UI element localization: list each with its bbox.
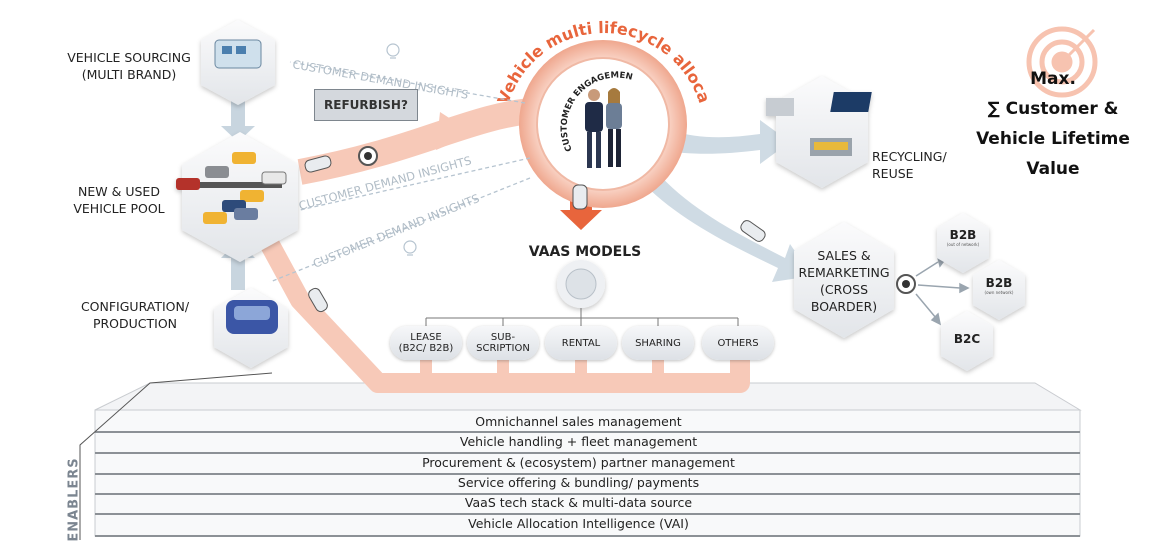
channel-b2c: B2C [953,332,981,346]
enabler-layer-5: VaaS tech stack & multi-data source [464,495,693,510]
vaas-dial-icon [557,260,605,308]
channel-hexes [937,213,1025,371]
vaas-item-rental: RENTAL [545,326,617,360]
customers-illustration [585,88,622,168]
label-configuration: CONFIGURATION/PRODUCTION [80,299,190,331]
flow-nodes [358,146,916,294]
enabler-layer-6: Vehicle Allocation Intelligence (VAI) [468,516,689,531]
enabler-layer-3: Procurement & (ecosystem) partner manage… [422,455,735,470]
enabler-layer-4: Service offering & bundling/ payments [457,475,700,490]
flow-arrowhead-1 [436,112,474,150]
vaas-tree [425,308,739,326]
vaas-item-lease: LEASE (B2C/ B2B) [390,326,462,360]
vaas-item-sharing: SHARING [622,326,694,360]
vaas-item-others: OTHERS [702,326,774,360]
vaas-models-title: VAAS MODELS [529,244,642,260]
max-value-text: Max. ∑ Customer & Vehicle Lifetime Value [976,69,1130,179]
vaas-connectors [420,355,745,387]
vaas-item-subscription: SUB- SCRIPTION [467,326,539,360]
label-recycling: RECYCLING/REUSE [872,149,947,181]
hex-sales [794,222,894,338]
enabler-layer-2: Vehicle handling + fleet management [459,434,698,449]
target-icon [1026,26,1098,98]
car-icons [304,155,766,313]
enabler-layers [79,372,1082,540]
channel-b2b-own: B2B (own network) [984,276,1014,295]
insight-arrows [269,61,531,283]
hex-recycling [766,76,872,188]
label-vehicle-sourcing: VEHICLE SOURCING(MULTI BRAND) [67,50,191,82]
bulb-icons [386,43,417,256]
enablers-label: ENABLERS [66,457,82,542]
channel-b2b-out: B2B (out of network) [946,228,980,247]
hex-vehicle-sourcing [201,20,275,105]
enabler-layer-1: Omnichannel sales management [475,414,682,429]
refurbish-box: REFURBISH? [314,89,418,121]
hex-configuration [214,288,288,368]
hex-vehicle-pool [176,132,298,262]
outgoing-arrows [645,120,812,282]
